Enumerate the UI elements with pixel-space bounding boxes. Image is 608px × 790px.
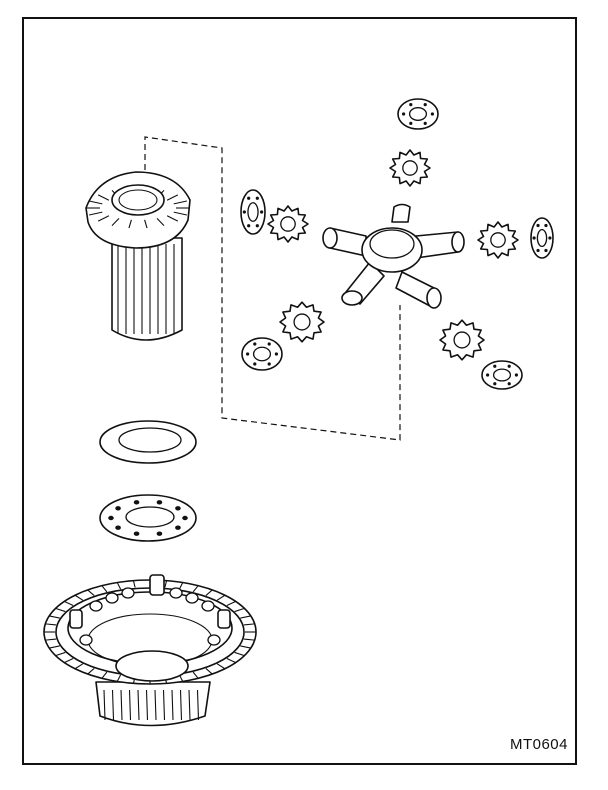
small-washer-icon bbox=[481, 360, 523, 390]
pinion-gear-icon bbox=[279, 301, 325, 343]
small-washer-icon bbox=[397, 98, 439, 130]
ring-tooth-line bbox=[243, 623, 255, 626]
ring-tooth-line bbox=[192, 671, 199, 679]
ring-tooth-line bbox=[101, 585, 108, 593]
hub-spline-line bbox=[103, 689, 106, 721]
pinion-gear-icon bbox=[267, 205, 309, 243]
ring-tooth-line bbox=[240, 615, 251, 619]
case-wall-hole bbox=[169, 587, 183, 599]
hub-spline-line bbox=[145, 689, 149, 721]
flat-thrust-washer-icon bbox=[99, 420, 197, 464]
ring-tooth-line bbox=[64, 657, 74, 664]
washer-hole bbox=[108, 515, 114, 521]
small-washer-icon bbox=[241, 337, 283, 371]
washer-hole bbox=[156, 531, 163, 536]
ring-tooth-line bbox=[178, 582, 184, 590]
hub-spline-line bbox=[162, 689, 166, 721]
differential-case-icon bbox=[43, 574, 257, 727]
ring-tooth-line bbox=[234, 607, 245, 613]
gear-tooth-line bbox=[156, 218, 165, 227]
gear-tooth-line bbox=[173, 200, 187, 205]
ring-tooth-line bbox=[45, 638, 57, 641]
figure-code-label: MT0604 bbox=[509, 736, 568, 753]
ring-tooth-line bbox=[205, 589, 213, 597]
ring-tooth-line bbox=[87, 589, 95, 597]
ring-tooth-line bbox=[87, 667, 95, 675]
washer-hole bbox=[175, 506, 181, 511]
ring-tooth-line bbox=[116, 582, 122, 590]
ring-tooth-line bbox=[226, 600, 236, 607]
gear-tooth-line bbox=[166, 194, 179, 201]
gear-tooth-line bbox=[89, 200, 103, 205]
washer-hole bbox=[133, 500, 140, 505]
washer-hole bbox=[156, 500, 163, 505]
ring-tooth-line bbox=[226, 657, 236, 664]
case-wall-hole bbox=[89, 600, 103, 612]
hub-spline-line bbox=[154, 689, 157, 721]
ring-tooth-line bbox=[55, 651, 66, 657]
ring-tooth-line bbox=[55, 607, 66, 613]
ring-tooth-line bbox=[240, 645, 251, 649]
pinion-washers-group bbox=[240, 98, 554, 390]
hub-spline-line bbox=[188, 689, 191, 721]
gear-tooth-line bbox=[97, 194, 110, 201]
ring-tooth-line bbox=[243, 638, 255, 641]
gear-tooth-line bbox=[97, 215, 110, 222]
hub-spline-line bbox=[120, 689, 123, 721]
case-wall-hole bbox=[207, 634, 221, 646]
gear-tooth-line bbox=[89, 211, 103, 216]
ring-tooth-line bbox=[192, 585, 199, 593]
case-wall-hole bbox=[79, 634, 93, 646]
washer-hole bbox=[133, 531, 140, 536]
gear-tooth-line bbox=[128, 219, 132, 229]
gear-tooth-line bbox=[173, 211, 187, 216]
pinion-gears-group bbox=[267, 149, 519, 361]
ring-tooth-line bbox=[64, 600, 74, 607]
ring-tooth-line bbox=[164, 580, 168, 588]
ring-tooth-line bbox=[116, 674, 122, 682]
hub-spline-line bbox=[171, 689, 174, 721]
ring-tooth-line bbox=[216, 594, 226, 601]
gear-tooth-line bbox=[166, 215, 179, 222]
perforated-thrust-washer-icon bbox=[99, 494, 197, 542]
ring-tooth-line bbox=[132, 580, 136, 588]
small-washer-icon bbox=[530, 217, 554, 259]
case-wall-hole bbox=[121, 587, 135, 599]
spider-cross-shaft-icon bbox=[322, 203, 465, 309]
pinion-gear-icon bbox=[439, 319, 485, 361]
figure-frame bbox=[22, 17, 577, 765]
small-washer-icon bbox=[240, 189, 266, 235]
ring-tooth-line bbox=[216, 663, 226, 670]
ring-tooth-line bbox=[205, 667, 213, 675]
ring-tooth-line bbox=[49, 615, 60, 619]
hub-spline-line bbox=[128, 689, 132, 721]
ring-tooth-line bbox=[49, 645, 60, 649]
case-wall-hole bbox=[201, 600, 215, 612]
ring-tooth-line bbox=[74, 594, 84, 601]
washer-hole bbox=[115, 525, 121, 530]
side-gear-shaft-icon bbox=[85, 171, 191, 341]
hub-spline-line bbox=[111, 689, 115, 721]
washer-hole bbox=[182, 515, 188, 521]
hub-spline-line bbox=[196, 689, 200, 721]
hub-spline-line bbox=[137, 689, 140, 721]
pinion-gear-icon bbox=[477, 221, 519, 259]
ring-tooth-line bbox=[74, 663, 84, 670]
pinion-gear-icon bbox=[389, 149, 431, 187]
ring-tooth-line bbox=[234, 651, 245, 657]
gear-tooth-line bbox=[111, 218, 120, 227]
gear-tooth-line bbox=[144, 219, 148, 229]
alignment-dashed-lines bbox=[144, 136, 401, 441]
ring-tooth-line bbox=[45, 623, 57, 626]
hub-spline-line bbox=[179, 689, 183, 721]
washer-hole bbox=[115, 506, 121, 511]
case-wall-hole bbox=[105, 592, 119, 604]
washer-hole bbox=[175, 525, 181, 530]
case-wall-hole bbox=[185, 592, 199, 604]
ring-tooth-line bbox=[101, 671, 108, 679]
